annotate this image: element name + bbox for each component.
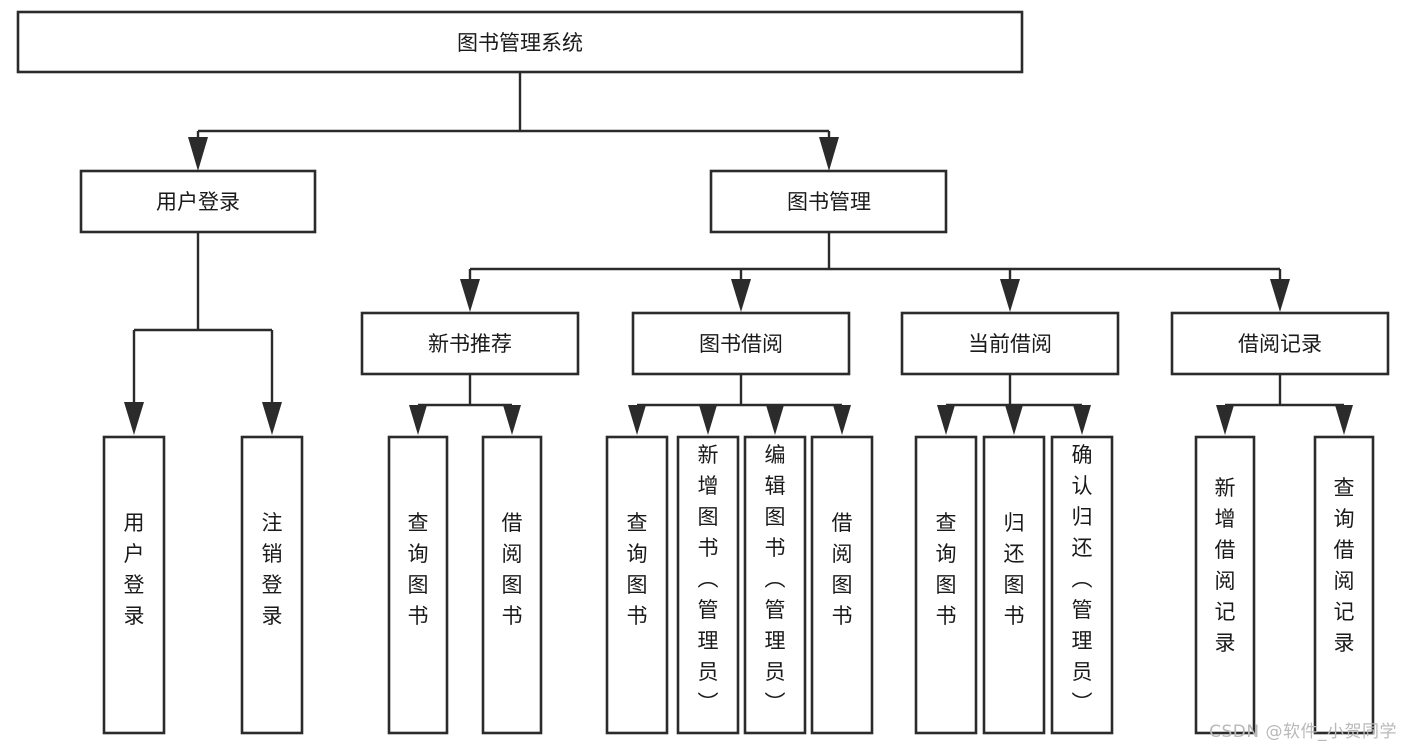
arrow-leaf-borrow-book-recommend	[503, 405, 521, 435]
node-leaf-add-borrow-record-label: 新增借阅记录	[1215, 476, 1236, 655]
node-borrow-record-label: 借阅记录	[1238, 332, 1322, 356]
node-current-borrow-label: 当前借阅	[968, 332, 1052, 356]
node-borrow-record[interactable]: 借阅记录	[1170, 311, 1390, 376]
node-leaf-add-borrow-record[interactable]: 新增借阅记录	[1194, 435, 1256, 735]
node-leaf-add-book-label: 新增图书︵管理员︶	[698, 443, 719, 715]
node-leaf-query-book-current-label: 查询图书	[936, 511, 957, 628]
arrow-leaf-query-book-recommend	[409, 405, 427, 435]
node-leaf-confirm-return[interactable]: 确认归还︵管理员︶	[1050, 435, 1114, 735]
arrow-current-borrow	[1000, 279, 1020, 312]
node-layer: 图书管理系统 用户登录 图书管理 新书推荐 图书借阅	[16, 10, 1390, 735]
node-borrow-record-box[interactable]	[1170, 311, 1390, 376]
node-leaf-query-book-recommend-label: 查询图书	[408, 511, 429, 628]
node-leaf-user-login[interactable]: 用户登录	[102, 435, 166, 735]
arrow-leaf-confirm-return	[1073, 405, 1091, 435]
node-user-login-label: 用户登录	[156, 190, 240, 214]
arrow-leaf-add-book	[699, 405, 717, 435]
node-leaf-query-book-recommend-box[interactable]	[387, 435, 449, 735]
node-current-borrow[interactable]: 当前借阅	[900, 311, 1120, 376]
arrow-leaf-query-book-borrow	[628, 405, 646, 435]
node-leaf-user-logout[interactable]: 注销登录	[240, 435, 304, 735]
node-leaf-query-book-borrow-label: 查询图书	[627, 511, 648, 628]
node-leaf-add-book-box[interactable]	[676, 435, 740, 735]
node-leaf-return-book-label: 归还图书	[1004, 511, 1025, 628]
node-leaf-query-book-recommend[interactable]: 查询图书	[387, 435, 449, 735]
node-user-login-box[interactable]	[79, 169, 317, 234]
arrow-leaf-query-book-current	[937, 405, 955, 435]
node-leaf-borrow-book-recommend[interactable]: 借阅图书	[481, 435, 543, 735]
node-leaf-edit-book-box[interactable]	[743, 435, 807, 735]
node-book-borrow-label: 图书借阅	[699, 332, 783, 356]
node-leaf-confirm-return-box[interactable]	[1050, 435, 1114, 735]
node-new-book-recommend-box[interactable]	[360, 311, 580, 376]
node-leaf-return-book[interactable]: 归还图书	[982, 435, 1046, 735]
node-leaf-query-book-borrow-box[interactable]	[605, 435, 669, 735]
arrow-leaf-borrow-book	[833, 405, 851, 435]
node-leaf-user-login-box[interactable]	[102, 435, 166, 735]
node-leaf-query-borrow-record-box[interactable]	[1313, 435, 1375, 735]
arrow-leaf-user-logout	[262, 402, 282, 435]
node-leaf-borrow-book-recommend-label: 借阅图书	[502, 511, 523, 628]
arrow-user-login	[188, 137, 208, 171]
arrow-leaf-return-book	[1005, 405, 1023, 435]
node-leaf-query-book-current-box[interactable]	[914, 435, 978, 735]
node-root-box[interactable]	[16, 10, 1024, 74]
arrow-book-manage	[819, 137, 839, 171]
node-book-manage-box[interactable]	[709, 169, 948, 234]
node-book-manage-label: 图书管理	[787, 190, 871, 214]
node-leaf-query-borrow-record-label: 查询借阅记录	[1334, 476, 1355, 655]
arrow-leaf-edit-book	[766, 405, 784, 435]
node-leaf-user-logout-box[interactable]	[240, 435, 304, 735]
node-leaf-query-book-current[interactable]: 查询图书	[914, 435, 978, 735]
node-leaf-user-login-label: 用户登录	[124, 511, 145, 628]
node-leaf-add-book[interactable]: 新增图书︵管理员︶	[676, 435, 740, 735]
node-leaf-return-book-box[interactable]	[982, 435, 1046, 735]
node-leaf-borrow-book-box[interactable]	[810, 435, 874, 735]
node-leaf-borrow-book-label: 借阅图书	[832, 511, 853, 628]
node-current-borrow-box[interactable]	[900, 311, 1120, 376]
node-leaf-edit-book[interactable]: 编辑图书︵管理员︶	[743, 435, 807, 735]
node-book-manage[interactable]: 图书管理	[709, 169, 948, 234]
arrow-leaf-add-borrow-record	[1216, 405, 1234, 435]
arrow-new-book-recommend	[460, 279, 480, 312]
node-leaf-borrow-book[interactable]: 借阅图书	[810, 435, 874, 735]
node-leaf-query-book-borrow[interactable]: 查询图书	[605, 435, 669, 735]
node-user-login[interactable]: 用户登录	[79, 169, 317, 234]
node-book-borrow[interactable]: 图书借阅	[631, 311, 851, 376]
connector-layer	[124, 72, 1353, 435]
node-leaf-confirm-return-label: 确认归还︵管理员︶	[1072, 443, 1093, 715]
csdn-watermark: CSDN @软件_小贺同学	[1209, 722, 1397, 742]
arrow-leaf-query-borrow-record	[1335, 405, 1353, 435]
node-leaf-borrow-book-recommend-box[interactable]	[481, 435, 543, 735]
node-root[interactable]: 图书管理系统	[16, 10, 1024, 74]
node-leaf-add-borrow-record-box[interactable]	[1194, 435, 1256, 735]
node-leaf-edit-book-label: 编辑图书︵管理员︶	[765, 443, 786, 715]
node-leaf-query-borrow-record[interactable]: 查询借阅记录	[1313, 435, 1375, 735]
node-book-borrow-box[interactable]	[631, 311, 851, 376]
arrow-borrow-record	[1270, 279, 1290, 312]
arrow-book-borrow	[731, 279, 751, 312]
node-root-label: 图书管理系统	[457, 31, 583, 55]
node-new-book-recommend[interactable]: 新书推荐	[360, 311, 580, 376]
arrow-leaf-user-login	[124, 402, 144, 435]
node-new-book-recommend-label: 新书推荐	[428, 332, 512, 356]
node-leaf-user-logout-label: 注销登录	[262, 511, 283, 628]
